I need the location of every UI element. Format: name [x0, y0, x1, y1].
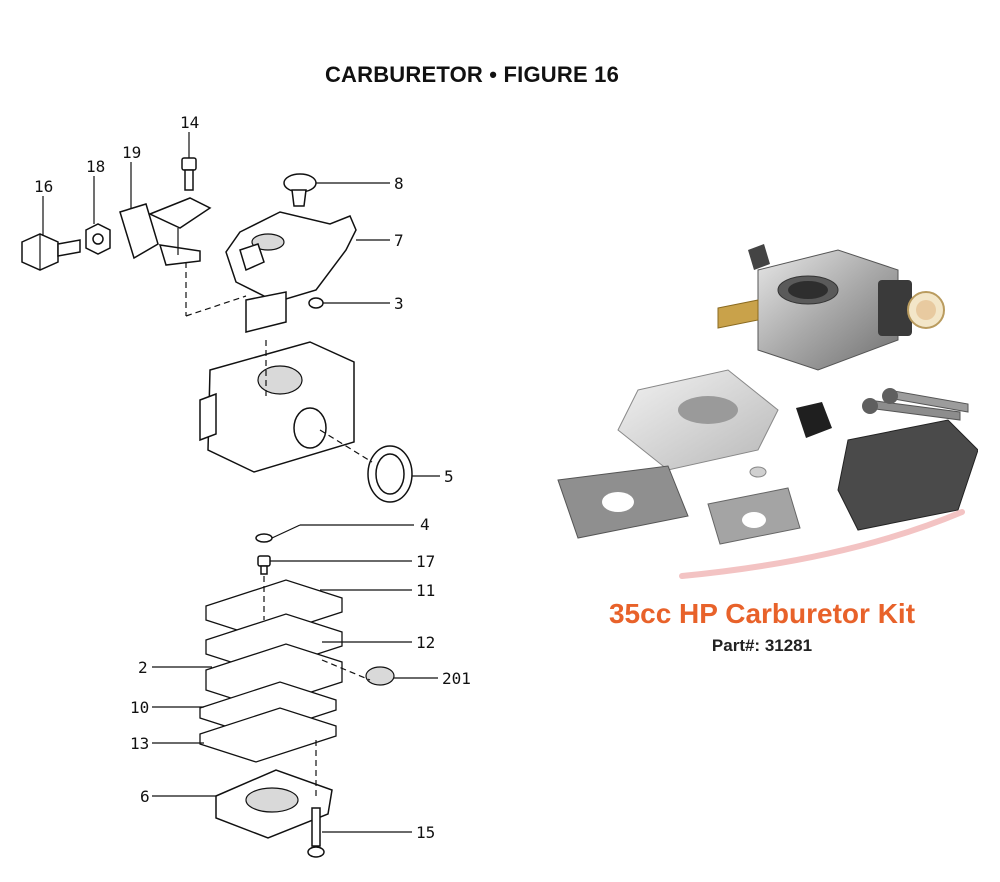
callout-18: 18: [86, 157, 105, 176]
callout-5: 5: [444, 467, 454, 486]
callout-11: 11: [416, 581, 435, 600]
spacer-photo: [617, 369, 779, 471]
gasket-stack: [199, 579, 343, 763]
page-title: CARBURETOR • FIGURE 16: [324, 62, 620, 87]
clip-photo: [796, 402, 832, 438]
part-14-screw: [181, 157, 197, 191]
part-19-bracket: [119, 197, 212, 266]
callout-10: 10: [130, 698, 149, 717]
part-17-needle: [257, 555, 271, 575]
kit-photo: [557, 244, 978, 579]
part-8-screw: [283, 173, 317, 207]
part-18-nut: [85, 223, 111, 255]
part-5-seal: [367, 445, 413, 503]
washer-photo: [749, 466, 767, 478]
kit-part-number: Part#: 31281: [711, 636, 813, 655]
callout-19: 19: [122, 143, 141, 162]
kit-title: 35cc HP Carburetor Kit: [608, 598, 916, 629]
part-4-oring: [255, 533, 273, 543]
callout-2: 2: [138, 658, 148, 677]
carburetor-photo: [717, 244, 945, 371]
callout-4: 4: [420, 515, 430, 534]
callout-3: 3: [394, 294, 404, 313]
leader-lines: [42, 132, 440, 833]
bolts-photo: [862, 388, 969, 421]
callout-201: 201: [442, 669, 471, 688]
callout-15: 15: [416, 823, 435, 842]
exploded-diagram: 14 19 18 16 8 7 3 5 4 17 11 12 2 201 10 …: [21, 113, 471, 858]
insulator-photo: [837, 419, 978, 531]
callout-6: 6: [140, 787, 150, 806]
callout-8: 8: [394, 174, 404, 193]
part-16-fitting: [21, 233, 81, 271]
carburetor-body: [199, 341, 355, 473]
callout-16: 16: [34, 177, 53, 196]
callout-7: 7: [394, 231, 404, 250]
part-3-clip: [308, 297, 324, 309]
part-15-screw: [307, 807, 325, 858]
fuel-line-photo: [679, 509, 965, 579]
part-201-screen: [365, 666, 395, 686]
part-7-lever: [225, 211, 357, 333]
callout-12: 12: [416, 633, 435, 652]
callout-14: 14: [180, 113, 199, 132]
callout-13: 13: [130, 734, 149, 753]
part-6-cover: [215, 769, 333, 839]
callout-17: 17: [416, 552, 435, 571]
